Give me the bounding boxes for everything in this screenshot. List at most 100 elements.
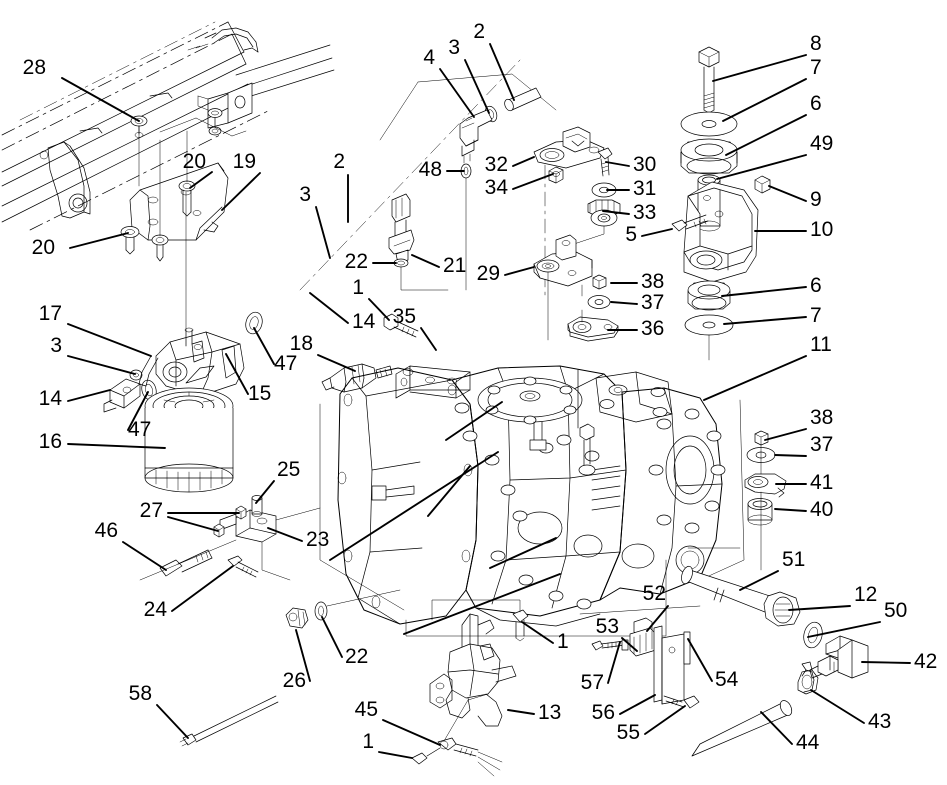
callout-number-55[interactable]: 55 — [617, 721, 640, 744]
leader-line-47l — [127, 391, 149, 431]
callout-number-20a[interactable]: 20 — [183, 150, 206, 173]
leader-line-14l — [67, 389, 111, 402]
callout-number-4[interactable]: 4 — [423, 46, 435, 69]
callout-number-1bl[interactable]: 1 — [362, 730, 374, 753]
callout-number-1bm[interactable]: 1 — [557, 630, 569, 653]
callout-number-40[interactable]: 40 — [810, 498, 833, 521]
plug-26-oring-22 — [285, 589, 401, 629]
leader-line-37b — [774, 454, 807, 457]
callout-number-32[interactable]: 32 — [485, 153, 508, 176]
leader-line-44 — [760, 711, 793, 745]
callout-number-22t[interactable]: 22 — [345, 250, 368, 273]
leader-line-11 — [703, 355, 807, 401]
callout-number-53[interactable]: 53 — [596, 615, 619, 638]
leader-line-1bl — [378, 751, 413, 759]
callout-number-12[interactable]: 12 — [854, 583, 877, 606]
leader-line-17 — [67, 323, 152, 357]
callout-number-44[interactable]: 44 — [796, 731, 820, 754]
callout-number-35[interactable]: 35 — [393, 305, 416, 328]
callout-number-26[interactable]: 26 — [283, 669, 306, 692]
leader-line-46 — [122, 541, 167, 571]
leader-line-53 — [621, 637, 638, 652]
leader-line-4 — [439, 68, 475, 118]
callout-number-47l[interactable]: 47 — [128, 418, 151, 441]
callout-number-30[interactable]: 30 — [633, 153, 656, 176]
callout-number-6t[interactable]: 6 — [810, 92, 822, 115]
leader-line-9 — [768, 185, 807, 202]
callout-number-14m[interactable]: 14 — [352, 310, 376, 333]
callout-number-42[interactable]: 42 — [914, 650, 937, 673]
callout-number-38t[interactable]: 38 — [641, 270, 664, 293]
callout-number-56[interactable]: 56 — [592, 701, 615, 724]
callout-number-3m[interactable]: 3 — [299, 183, 311, 206]
leader-line-25 — [255, 480, 275, 504]
callout-number-22b[interactable]: 22 — [345, 645, 368, 668]
callout-number-20b[interactable]: 20 — [32, 236, 55, 259]
callout-number-37b[interactable]: 37 — [810, 433, 833, 456]
cover-bolts — [485, 376, 577, 425]
callout-number-3l[interactable]: 3 — [50, 334, 62, 357]
callout-number-15[interactable]: 15 — [248, 382, 271, 405]
leader-line-27 — [167, 512, 240, 532]
leader-line-20a — [189, 171, 213, 189]
callout-number-14l[interactable]: 14 — [39, 387, 63, 410]
callout-number-8[interactable]: 8 — [810, 32, 822, 55]
leader-line-50 — [807, 621, 881, 638]
callout-number-18[interactable]: 18 — [290, 332, 313, 355]
callout-number-46[interactable]: 46 — [95, 519, 118, 542]
callout-number-27[interactable]: 27 — [140, 499, 163, 522]
callout-number-10[interactable]: 10 — [810, 218, 833, 241]
leader-line-13 — [507, 709, 535, 715]
callout-number-33[interactable]: 33 — [633, 201, 656, 224]
leader-line-47r — [253, 327, 275, 365]
callout-number-2t[interactable]: 2 — [473, 20, 485, 43]
callout-number-45[interactable]: 45 — [355, 698, 378, 721]
callout-number-51[interactable]: 51 — [782, 548, 805, 571]
callout-number-52[interactable]: 52 — [643, 582, 666, 605]
callout-number-37t[interactable]: 37 — [641, 291, 664, 314]
callout-number-50[interactable]: 50 — [884, 599, 907, 622]
callout-number-28[interactable]: 28 — [23, 56, 46, 79]
leader-line-30 — [605, 161, 630, 167]
callout-number-38b[interactable]: 38 — [810, 406, 833, 429]
callout-number-23[interactable]: 23 — [306, 528, 329, 551]
callout-number-3t[interactable]: 3 — [448, 36, 460, 59]
callout-number-34[interactable]: 34 — [485, 176, 509, 199]
callout-number-25[interactable]: 25 — [277, 458, 300, 481]
leader-line-23 — [267, 527, 303, 542]
callout-number-49[interactable]: 49 — [810, 132, 833, 155]
leader-line-52 — [646, 605, 669, 632]
callout-number-48[interactable]: 48 — [419, 158, 442, 181]
callout-number-31[interactable]: 31 — [633, 177, 656, 200]
callout-number-2m[interactable]: 2 — [333, 150, 345, 173]
callout-number-5[interactable]: 5 — [625, 223, 637, 246]
callout-number-41[interactable]: 41 — [810, 471, 833, 494]
callout-number-17[interactable]: 17 — [39, 302, 62, 325]
leader-line-38b — [764, 428, 807, 441]
callout-number-7b[interactable]: 7 — [810, 304, 822, 327]
callout-number-58[interactable]: 58 — [129, 682, 152, 705]
callout-number-11[interactable]: 11 — [810, 333, 832, 356]
callout-number-21[interactable]: 21 — [443, 254, 466, 277]
callout-number-9[interactable]: 9 — [810, 188, 822, 211]
callout-number-24[interactable]: 24 — [144, 598, 168, 621]
leader-line-55 — [644, 705, 686, 735]
callout-number-7t[interactable]: 7 — [810, 56, 822, 79]
callout-number-43[interactable]: 43 — [868, 710, 891, 733]
leader-line-8 — [712, 54, 807, 82]
leader-line-26 — [295, 629, 311, 682]
leader-line-5 — [641, 228, 673, 237]
mounting-plate-19 — [120, 125, 229, 331]
callout-number-13[interactable]: 13 — [538, 701, 561, 724]
leader-line-22b — [321, 616, 343, 658]
callout-number-47r[interactable]: 47 — [274, 352, 297, 375]
callout-number-1m[interactable]: 1 — [352, 276, 364, 299]
callout-number-36[interactable]: 36 — [641, 317, 664, 340]
callout-number-16[interactable]: 16 — [39, 430, 62, 453]
callout-number-54[interactable]: 54 — [715, 668, 739, 691]
callout-number-6b[interactable]: 6 — [810, 274, 822, 297]
leader-line-51 — [739, 570, 779, 591]
callout-number-29[interactable]: 29 — [477, 262, 500, 285]
callout-number-57[interactable]: 57 — [581, 671, 604, 694]
callout-number-19[interactable]: 19 — [233, 150, 256, 173]
